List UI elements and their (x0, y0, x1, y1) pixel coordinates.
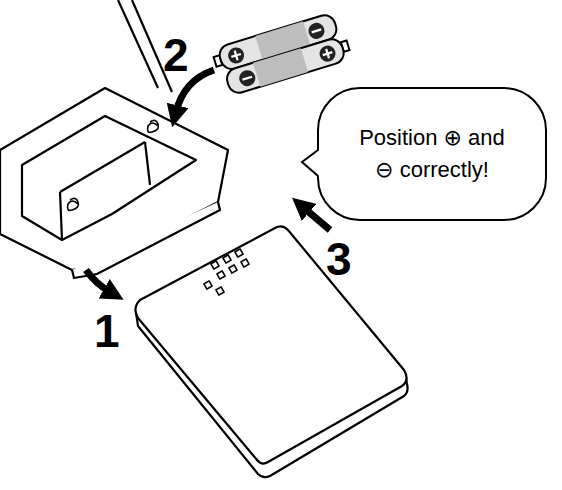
battery-spring (68, 198, 79, 210)
battery-spring (148, 120, 159, 132)
plus-symbol (230, 49, 242, 61)
battery-band (253, 48, 308, 87)
plus-symbol (318, 44, 338, 64)
speech-bubble: Position ⊕ and ⊖ correctly! (318, 88, 546, 220)
callout-number: 3 (326, 236, 352, 282)
plus-symbol (226, 45, 246, 65)
plus-symbol (321, 47, 333, 59)
compartment-cavity (22, 116, 196, 240)
battery-compartment (0, 88, 228, 270)
compartment-divider (145, 142, 150, 185)
bubble-outline (318, 88, 546, 220)
remote-control (0, 0, 228, 278)
grip-dot (211, 261, 219, 269)
battery-cover (135, 226, 407, 477)
grip-dot (229, 265, 237, 273)
bubble-shape (302, 88, 546, 220)
callout-text: Position ⊕ and ⊖ correctly! (348, 122, 516, 186)
callout-number: 2 (163, 32, 189, 78)
minus-symbol (242, 77, 252, 80)
minus-symbol (312, 29, 322, 32)
compartment-divider (60, 142, 145, 192)
minus-symbol (306, 21, 326, 41)
step-arrow (304, 208, 330, 230)
grip-dot (204, 281, 212, 289)
grip-dot (235, 249, 243, 257)
callout-number: 1 (94, 308, 120, 354)
grip-dot (223, 255, 231, 263)
step-arrows (86, 70, 330, 292)
battery (224, 37, 346, 96)
grip-dot (216, 287, 224, 295)
step-arrow (86, 270, 110, 292)
minus-symbol (237, 68, 257, 88)
grip-dot (241, 259, 249, 267)
compartment-divider (60, 192, 62, 240)
grip-dots (204, 249, 249, 295)
batteries (211, 11, 352, 97)
grip-dot (217, 271, 225, 279)
cover-plate (135, 226, 406, 463)
